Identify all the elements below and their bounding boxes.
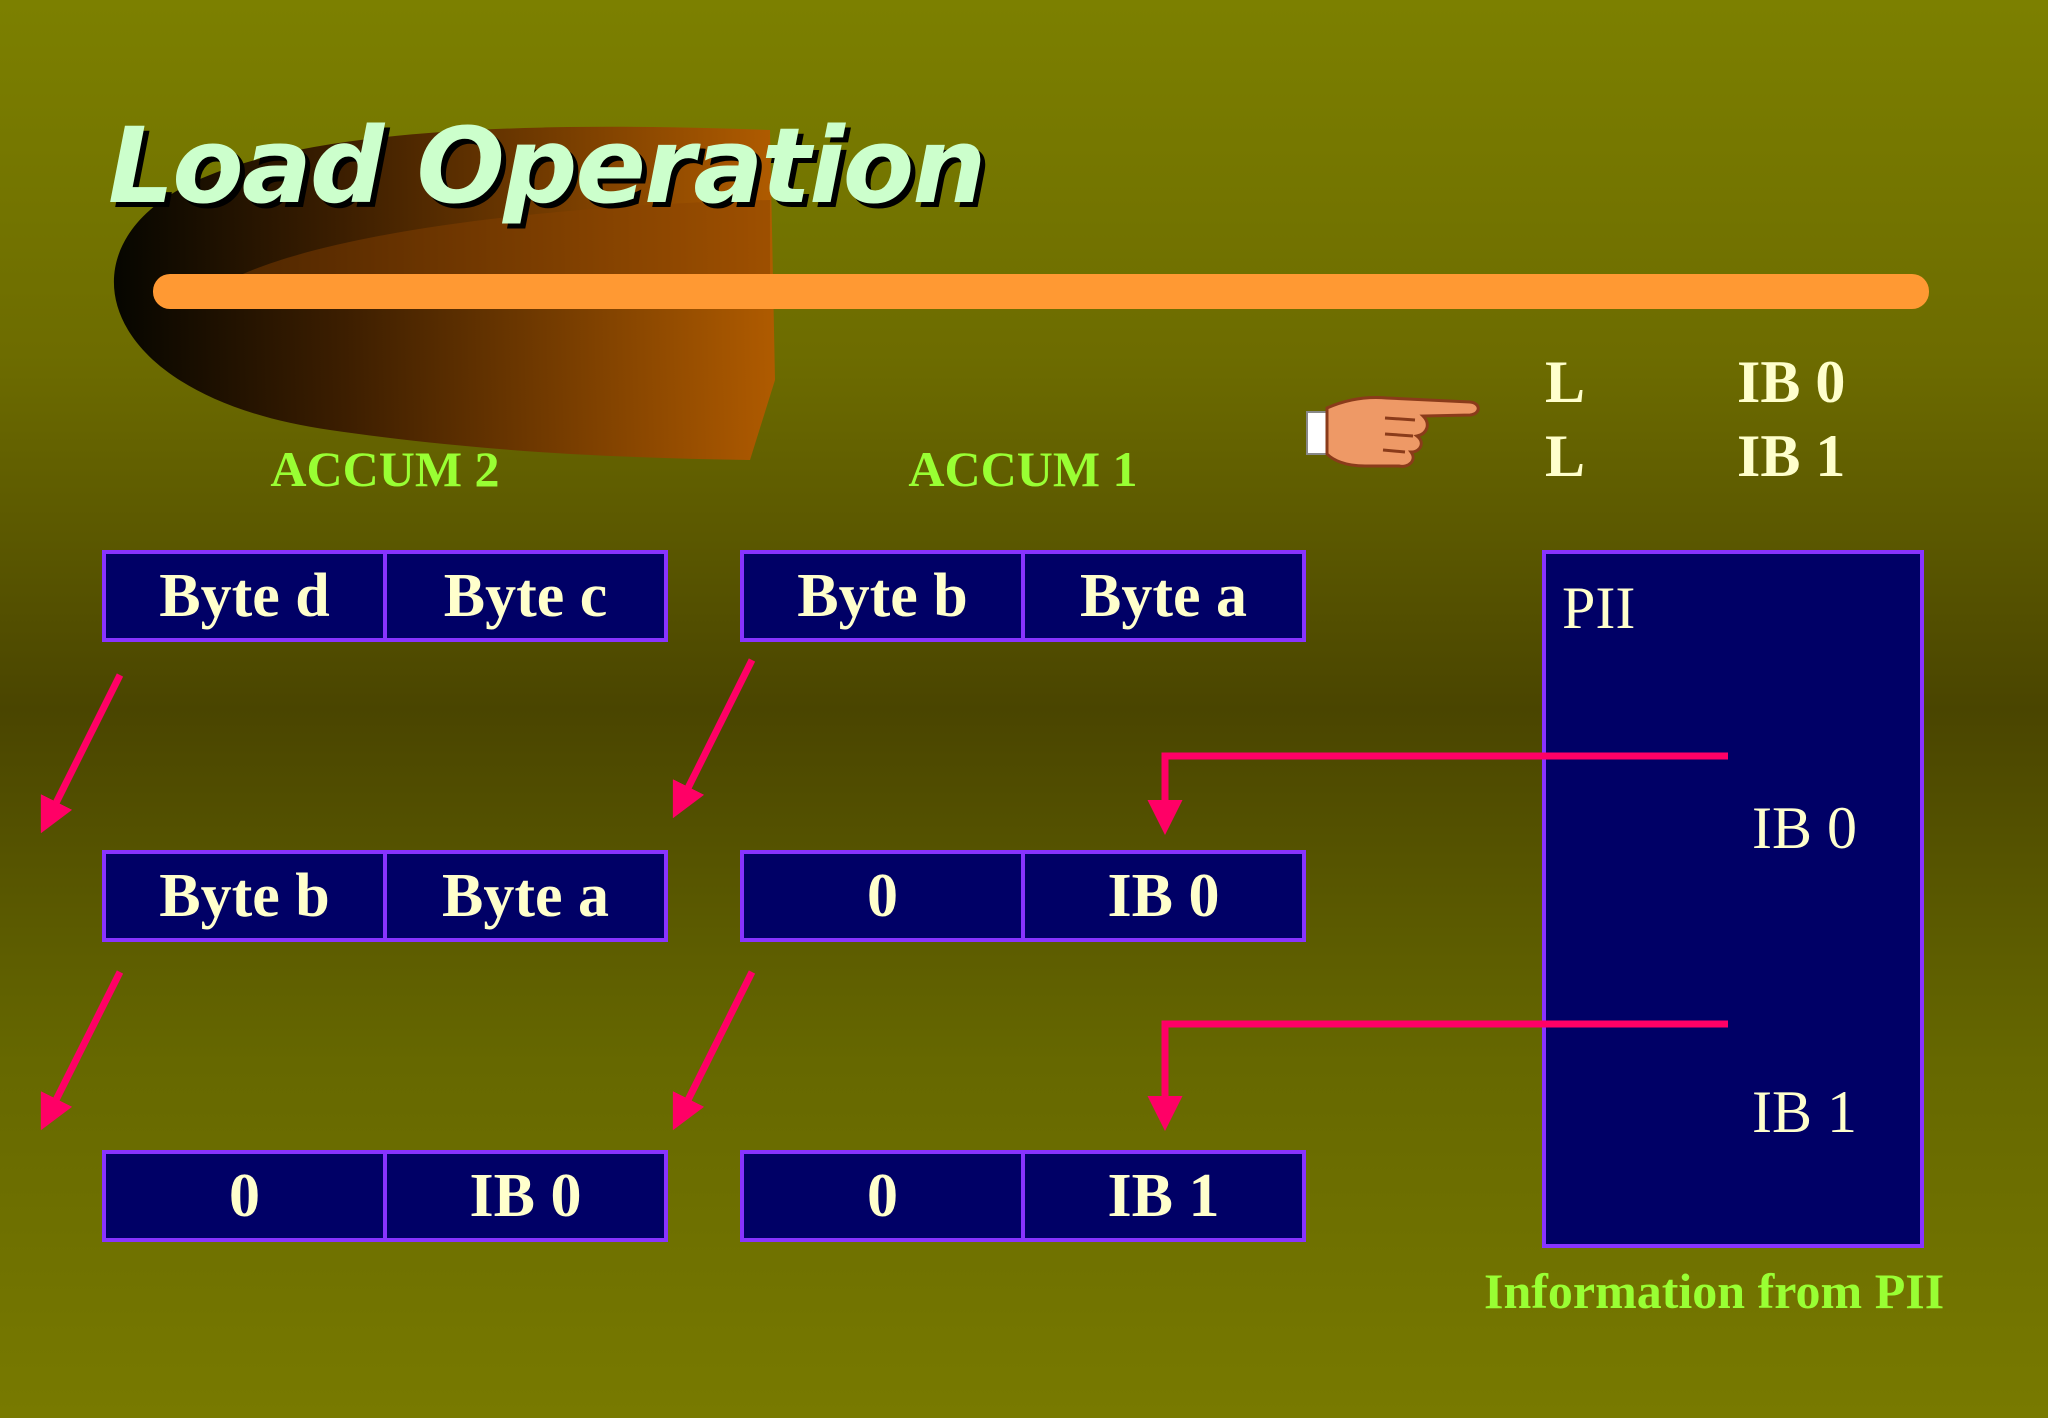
instruction-operand: IB 0 xyxy=(1737,349,1846,415)
pointing-hand-icon xyxy=(1306,396,1480,468)
register-cell: IB 0 xyxy=(383,1154,664,1238)
shift-arrow xyxy=(672,970,756,1131)
accum-2-register-row-1: Byte d Byte c xyxy=(102,550,668,642)
instruction-row: L IB 1 xyxy=(1545,419,1845,493)
shift-arrow xyxy=(40,970,124,1131)
pii-caption: Information from PII xyxy=(1484,1263,1945,1319)
shift-arrow xyxy=(40,673,124,834)
page-title: Load Operation xyxy=(108,105,986,227)
instruction-row: L IB 0 xyxy=(1545,345,1845,419)
register-cell: Byte a xyxy=(1021,554,1302,638)
register-cell: Byte a xyxy=(383,854,664,938)
register-cell: 0 xyxy=(229,1161,260,1230)
accum-2-register-row-2: Byte b Byte a xyxy=(102,850,668,942)
register-cell: 0 xyxy=(867,1161,898,1230)
pii-title: PII xyxy=(1562,575,1636,641)
register-cell: Byte b xyxy=(159,861,330,930)
title-swoosh-decoration xyxy=(113,126,1929,461)
pii-entry: IB 1 xyxy=(1752,1079,1857,1145)
pii-entry: IB 0 xyxy=(1752,795,1857,861)
register-cell: Byte b xyxy=(797,561,968,630)
accum-2-label: ACCUM 2 xyxy=(270,441,500,497)
register-cell: IB 1 xyxy=(1021,1154,1302,1238)
accum-1-register-row-2: 0 IB 0 xyxy=(740,850,1306,942)
register-cell: Byte d xyxy=(159,561,330,630)
shift-arrow xyxy=(672,658,756,819)
accum-2-register-row-3: 0 IB 0 xyxy=(102,1150,668,1242)
instruction-op: L xyxy=(1545,423,1586,489)
register-cell: Byte c xyxy=(383,554,664,638)
accum-1-label: ACCUM 1 xyxy=(908,441,1138,497)
instruction-operand: IB 1 xyxy=(1737,423,1846,489)
register-cell: IB 0 xyxy=(1021,854,1302,938)
register-cell: 0 xyxy=(867,861,898,930)
accum-1-register-row-3: 0 IB 1 xyxy=(740,1150,1306,1242)
pii-memory-box: PII IB 0 IB 1 xyxy=(1542,550,1924,1248)
instruction-op: L xyxy=(1545,349,1586,415)
accum-1-register-row-1: Byte b Byte a xyxy=(740,550,1306,642)
instruction-list: L IB 0 L IB 1 xyxy=(1545,345,1845,493)
title-accent-bar xyxy=(153,274,1929,309)
